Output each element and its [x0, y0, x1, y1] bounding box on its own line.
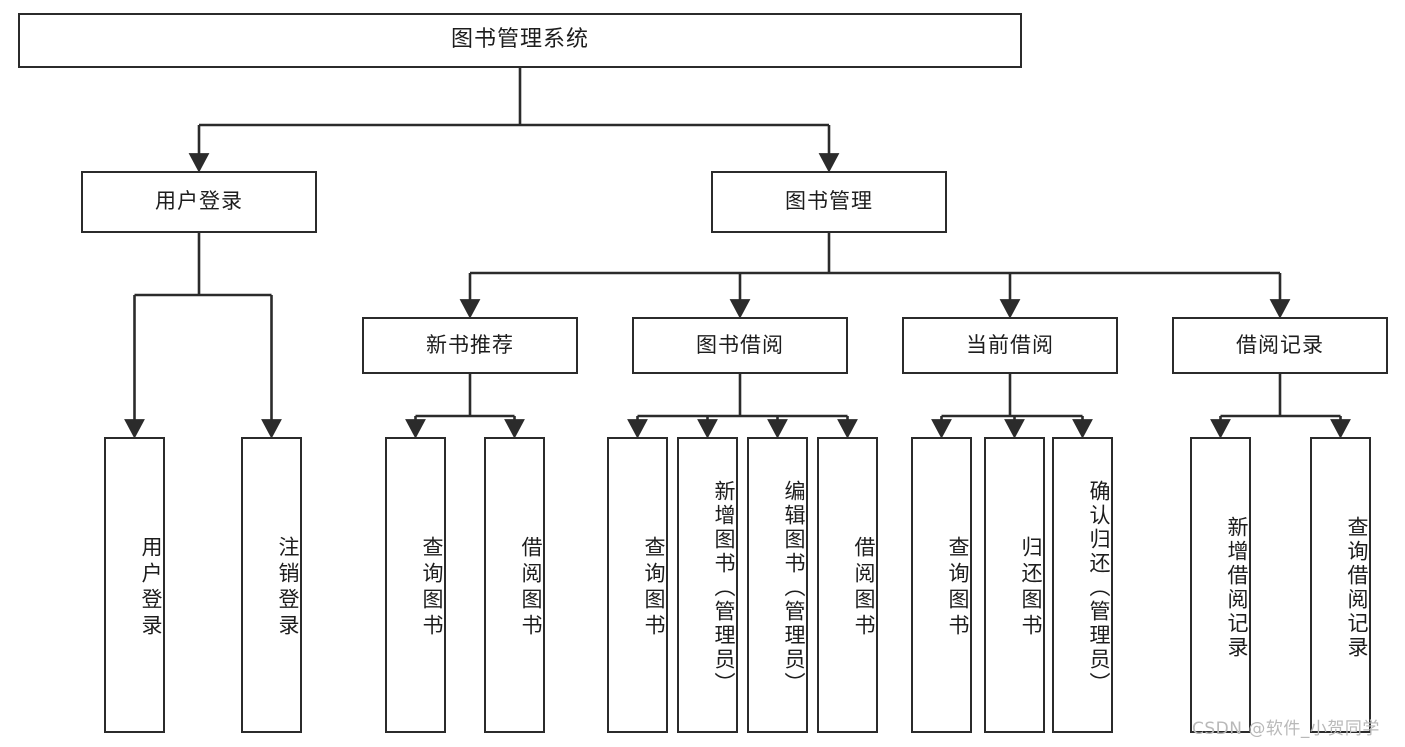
leaf-current-return-books[interactable]: 归还图书: [984, 437, 1045, 733]
leaf-user-logout[interactable]: 注销登录: [241, 437, 302, 733]
node-user-login[interactable]: 用户登录: [81, 171, 317, 233]
leaf-borrow-edit-book-admin[interactable]: 编辑图书（管理员）: [747, 437, 808, 733]
node-borrowing-records[interactable]: 借阅记录: [1172, 317, 1388, 374]
node-book-management[interactable]: 图书管理: [711, 171, 947, 233]
leaf-newbook-borrow-books[interactable]: 借阅图书: [484, 437, 545, 733]
leaf-record-query-borrow-record[interactable]: 查询借阅记录: [1310, 437, 1371, 733]
node-current-borrowing[interactable]: 当前借阅: [902, 317, 1118, 374]
leaf-current-query-books[interactable]: 查询图书: [911, 437, 972, 733]
csdn-watermark: CSDN @软件_小贺同学: [1192, 719, 1380, 739]
leaf-borrow-borrow-books[interactable]: 借阅图书: [817, 437, 878, 733]
node-root-system[interactable]: 图书管理系统: [18, 13, 1022, 68]
leaf-newbook-query-books[interactable]: 查询图书: [385, 437, 446, 733]
leaf-user-login[interactable]: 用户登录: [104, 437, 165, 733]
leaf-borrow-query-books[interactable]: 查询图书: [607, 437, 668, 733]
node-new-book-recommendation[interactable]: 新书推荐: [362, 317, 578, 374]
leaf-borrow-add-book-admin[interactable]: 新增图书（管理员）: [677, 437, 738, 733]
leaf-current-confirm-return-admin[interactable]: 确认归还（管理员）: [1052, 437, 1113, 733]
leaf-record-add-borrow-record[interactable]: 新增借阅记录: [1190, 437, 1251, 733]
node-book-borrowing[interactable]: 图书借阅: [632, 317, 848, 374]
